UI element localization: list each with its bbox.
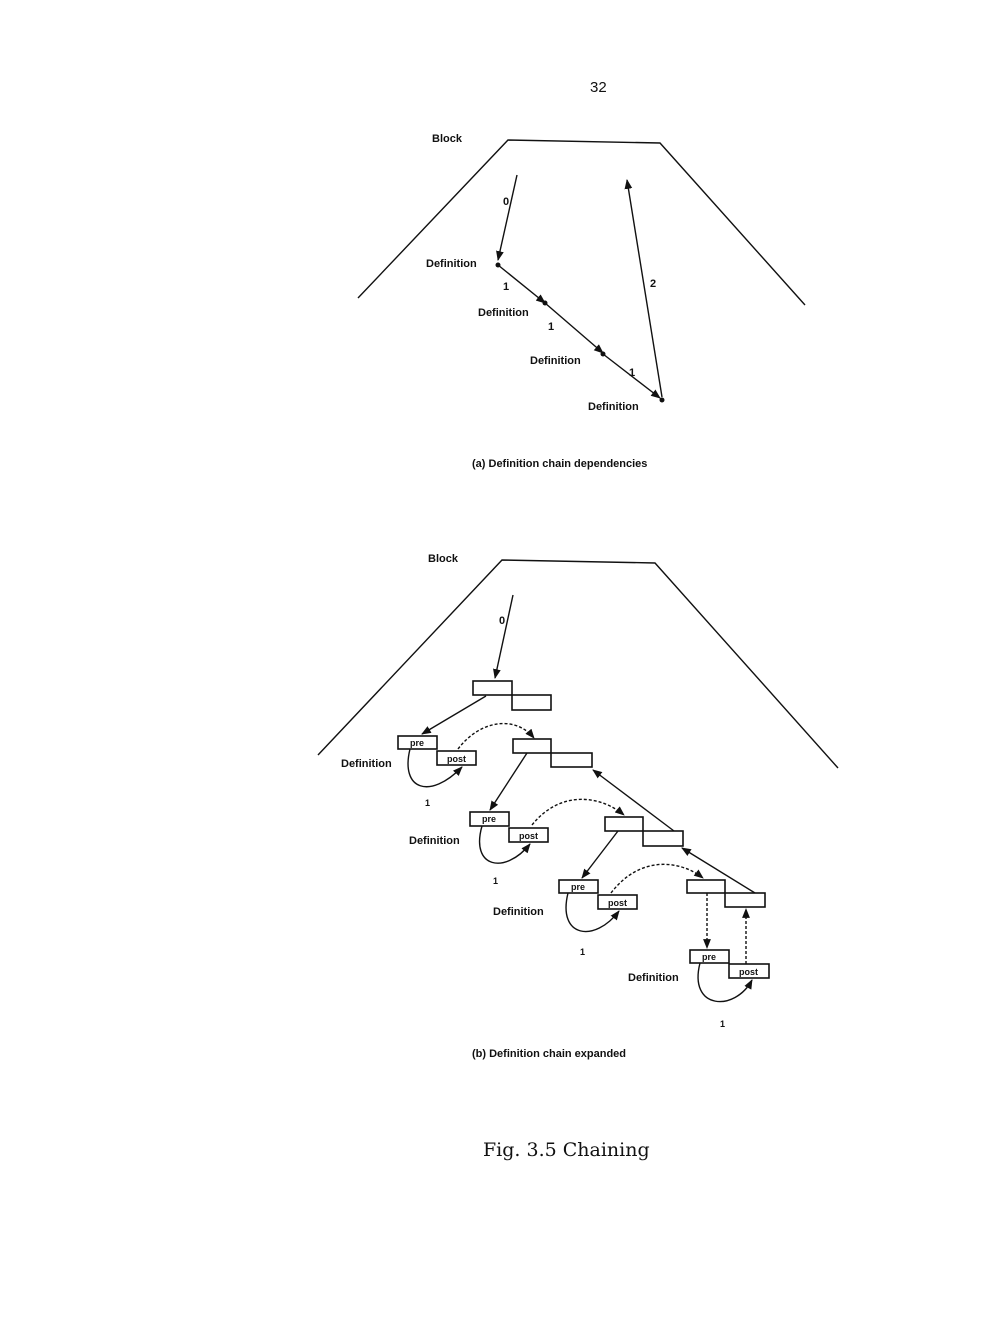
edge-label-1: 1 [503, 281, 509, 293]
definition-node: pre post Definition 1 [341, 735, 477, 808]
block-node-box [724, 892, 766, 908]
block-node-box [512, 738, 552, 754]
chain-arrow [602, 353, 661, 399]
definition-node [542, 300, 548, 306]
post-label: post [739, 967, 758, 977]
definition-node: pre post Definition 1 [493, 879, 638, 957]
post-label: post [519, 831, 538, 841]
definition-node [659, 397, 665, 403]
dashed-arrow [610, 863, 704, 894]
definition-label: Definition [588, 401, 639, 413]
block-outline [357, 139, 806, 306]
figure-caption: Fig. 3.5 Chaining [483, 1139, 650, 1161]
caption-b: (b) Definition chain expanded [472, 1048, 626, 1060]
pre-label: pre [482, 814, 496, 824]
edge-label-0: 0 [499, 615, 505, 627]
entry-arrow [493, 594, 514, 679]
return-arrow [624, 179, 663, 398]
chain-arrow [544, 302, 604, 354]
definition-label: Definition [409, 835, 460, 847]
block-node-box [550, 752, 593, 768]
edge-arrow [581, 830, 619, 879]
loop-label: 1 [425, 798, 430, 808]
definition-node: pre post Definition 1 [628, 949, 770, 1029]
edge-arrow [489, 752, 528, 811]
edge-label-0: 0 [503, 196, 509, 208]
dashed-arrow [531, 798, 625, 826]
pre-label: pre [702, 952, 716, 962]
loop-label: 1 [720, 1019, 725, 1029]
edge-label-2: 2 [650, 278, 656, 290]
post-label: post [608, 898, 627, 908]
definition-node: pre post Definition 1 [409, 811, 549, 886]
edge-label-1: 1 [548, 321, 554, 333]
page-number: 32 [590, 79, 607, 96]
definition-label: Definition [530, 355, 581, 367]
block-node-box [686, 879, 726, 894]
return-arrow [592, 769, 675, 832]
block-node-box [472, 680, 513, 696]
entry-arrow [496, 174, 518, 261]
figure-b: Block 0 pre post Definition 1 pre post D… [317, 553, 839, 1060]
return-arrow [681, 847, 756, 894]
edge-arrow [421, 695, 487, 735]
block-node-box [604, 816, 644, 832]
block-node-box [642, 830, 684, 847]
block-label: Block [432, 133, 463, 145]
pre-label: pre [571, 882, 585, 892]
loop-label: 1 [493, 876, 498, 886]
pre-label: pre [410, 738, 424, 748]
definition-label: Definition [478, 307, 529, 319]
definition-label: Definition [426, 258, 477, 270]
block-outline [317, 559, 839, 769]
post-label: post [447, 754, 466, 764]
block-label: Block [428, 553, 459, 565]
definition-label: Definition [493, 906, 544, 918]
definition-node [495, 262, 501, 268]
caption-a: (a) Definition chain dependencies [472, 458, 647, 470]
edge-label-1: 1 [629, 367, 635, 379]
definition-label: Definition [628, 972, 679, 984]
definition-label: Definition [341, 758, 392, 770]
figure-a: Block 0 Definition Definition Definition… [357, 133, 806, 470]
dashed-arrow [457, 722, 535, 750]
loop-label: 1 [580, 947, 585, 957]
block-node-box [511, 694, 552, 711]
chain-arrow [497, 264, 546, 304]
definition-node [600, 351, 606, 357]
